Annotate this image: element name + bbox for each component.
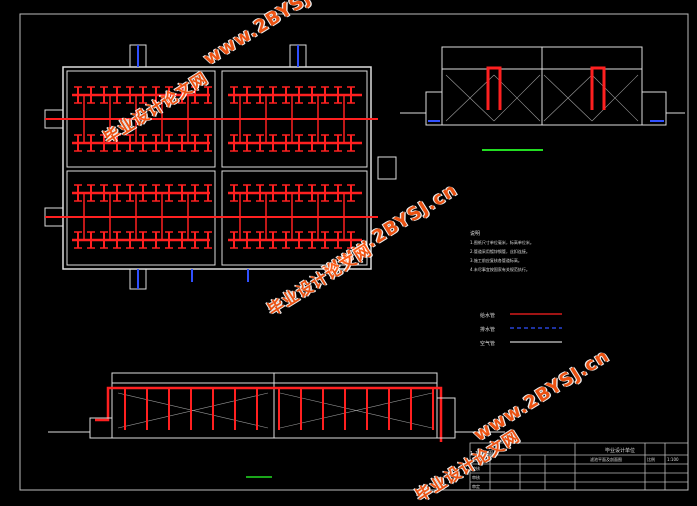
note-4: 4.未尽事宜按国家有关规范执行。 — [470, 266, 530, 272]
notes: 说明 1.图纸尺寸单位毫米，标高单位米。 2.管道采用镀锌钢管，丝扣连接。 3.… — [470, 230, 534, 272]
legend-label-1: 给水管 — [480, 312, 495, 319]
elevation-view — [400, 46, 685, 151]
cad-drawing-canvas: 给水管 排水管 空气管 说明 1.图纸尺寸单位毫米，标高单位米。 2.管道采用镀… — [19, 13, 689, 491]
elevation-riser-2 — [590, 66, 606, 110]
title-scale-label: 比例 — [647, 456, 655, 462]
elevation-left-chamber — [425, 91, 443, 126]
legend: 给水管 排水管 空气管 — [480, 312, 562, 347]
title-row-3: 审核 — [472, 474, 480, 480]
plan-outer-wall — [62, 66, 372, 270]
legend-label-2: 排水管 — [480, 326, 495, 333]
note-1: 1.图纸尺寸单位毫米，标高单位米。 — [470, 239, 534, 245]
section-view — [48, 372, 505, 478]
section-media-crosses — [117, 392, 433, 429]
elevation-right-chamber — [641, 91, 667, 126]
plan-view — [44, 44, 397, 290]
side-box-right — [377, 156, 397, 180]
title-scale-value: 1:100 — [667, 457, 679, 462]
note-2: 2.管道采用镀锌钢管，丝扣连接。 — [470, 248, 530, 254]
title-company: 毕业设计单位 — [605, 447, 635, 454]
title-drawing-name: 滤池平面及剖面图 — [590, 456, 622, 462]
section-drop-pipes — [124, 388, 434, 430]
title-block — [469, 442, 689, 491]
elevation-media-crosses — [445, 74, 639, 122]
legend-label-3: 空气管 — [480, 340, 495, 347]
drawing-frame — [19, 13, 689, 491]
section-title: 1-1剖面图 — [470, 450, 493, 457]
title-row-2: 校核 — [472, 465, 480, 471]
title-row-4: 审定 — [472, 483, 480, 489]
lateral-pipes-group — [72, 86, 362, 249]
elevation-riser-1 — [486, 66, 502, 110]
notes-heading: 说明 — [470, 230, 480, 237]
title-row-1: 设计 — [472, 456, 480, 462]
note-3: 3.施工前应复核各管道标高。 — [470, 257, 522, 263]
